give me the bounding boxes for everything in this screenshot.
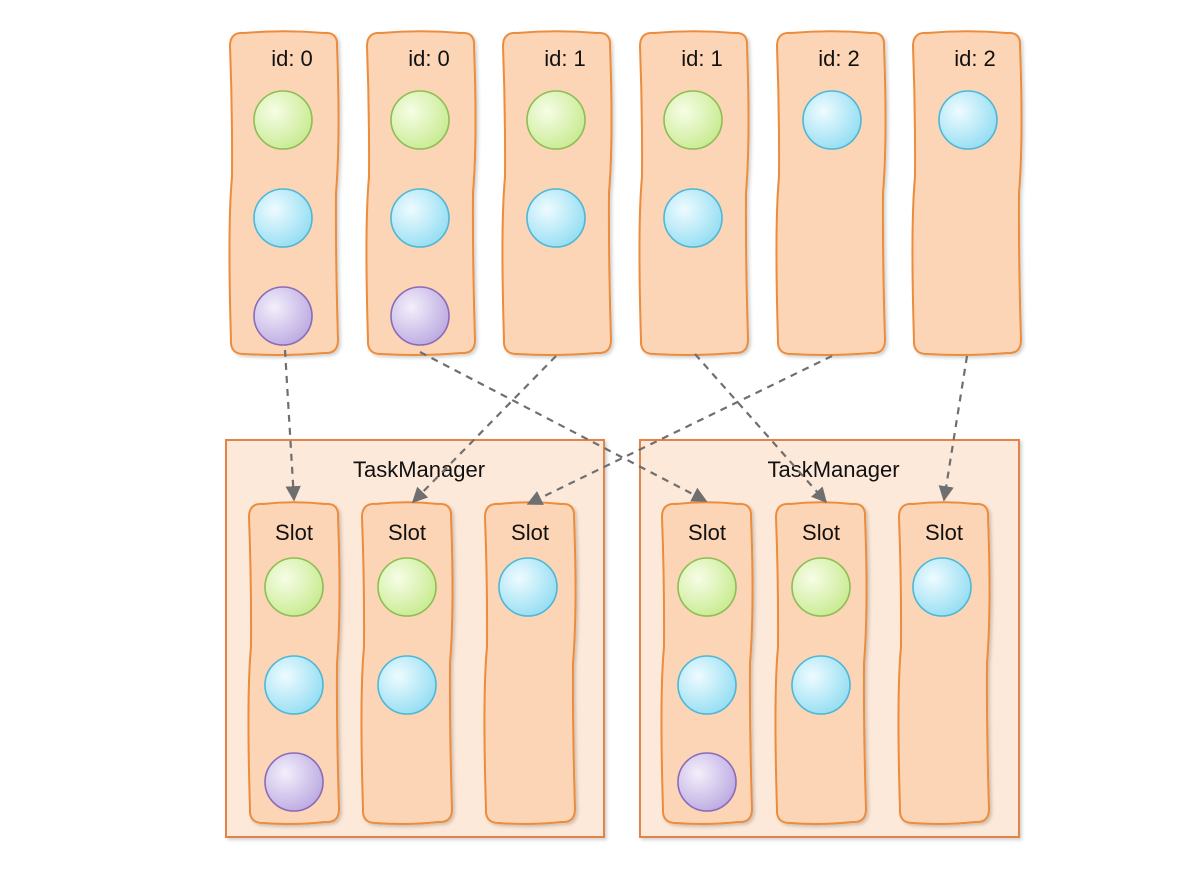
subtask-id-label: id: 1 xyxy=(544,46,586,71)
slot-label: Slot xyxy=(511,520,549,545)
green-task-node xyxy=(390,90,450,150)
green-task-node xyxy=(253,90,313,150)
purple-task-node xyxy=(264,752,324,812)
slot: Slot xyxy=(660,501,754,826)
slot: Slot xyxy=(247,501,341,826)
blue-task-node xyxy=(791,655,851,715)
purple-task-node xyxy=(677,752,737,812)
green-task-node xyxy=(264,557,324,617)
subtask-id-label: id: 1 xyxy=(681,46,723,71)
blue-task-node xyxy=(802,90,862,150)
slot-label: Slot xyxy=(388,520,426,545)
blue-task-node xyxy=(526,188,586,248)
blue-task-node xyxy=(253,188,313,248)
subtask-column: id: 2 xyxy=(911,30,1023,357)
slot: Slot xyxy=(360,501,454,826)
assignment-arrow xyxy=(411,355,557,504)
assignment-arrow xyxy=(938,355,969,502)
subtask-box xyxy=(775,30,887,357)
blue-task-node xyxy=(377,655,437,715)
green-task-node xyxy=(677,557,737,617)
slot-label: Slot xyxy=(925,520,963,545)
subtask-column: id: 1 xyxy=(501,30,613,357)
subtask-id-label: id: 2 xyxy=(818,46,860,71)
assignment-arrows xyxy=(283,349,969,505)
subtask-column: id: 0 xyxy=(228,30,340,357)
task-manager-label: TaskManager xyxy=(353,457,485,482)
blue-task-node xyxy=(912,557,972,617)
subtask-column: id: 0 xyxy=(365,30,477,357)
assignment-arrow xyxy=(526,355,833,505)
purple-task-node xyxy=(390,286,450,346)
slot-column xyxy=(897,501,991,826)
subtask-box xyxy=(911,30,1023,357)
subtask-id-label: id: 0 xyxy=(271,46,313,71)
subtask-column: id: 1 xyxy=(638,30,750,357)
slot: Slot xyxy=(897,501,991,826)
blue-task-node xyxy=(498,557,558,617)
green-task-node xyxy=(526,90,586,150)
green-task-node xyxy=(377,557,437,617)
task-manager-label: TaskManager xyxy=(767,457,899,482)
blue-task-node xyxy=(938,90,998,150)
assignment-arrow xyxy=(694,353,828,504)
slot-label: Slot xyxy=(275,520,313,545)
purple-task-node xyxy=(253,286,313,346)
slot: Slot xyxy=(774,501,868,826)
green-task-node xyxy=(663,90,723,150)
blue-task-node xyxy=(677,655,737,715)
slot-column xyxy=(483,501,577,826)
subtask-id-label: id: 2 xyxy=(954,46,996,71)
subtask-id-label: id: 0 xyxy=(408,46,450,71)
subtask-column: id: 2 xyxy=(775,30,887,357)
blue-task-node xyxy=(264,655,324,715)
slot-label: Slot xyxy=(688,520,726,545)
slot-label: Slot xyxy=(802,520,840,545)
assignment-arrow xyxy=(419,351,708,502)
slot: Slot xyxy=(483,501,577,826)
blue-task-node xyxy=(663,188,723,248)
green-task-node xyxy=(791,557,851,617)
subtask-columns: id: 0 id: 0 id: 1 id: 1 id: 2 id: 2 xyxy=(228,30,1023,357)
blue-task-node xyxy=(390,188,450,248)
